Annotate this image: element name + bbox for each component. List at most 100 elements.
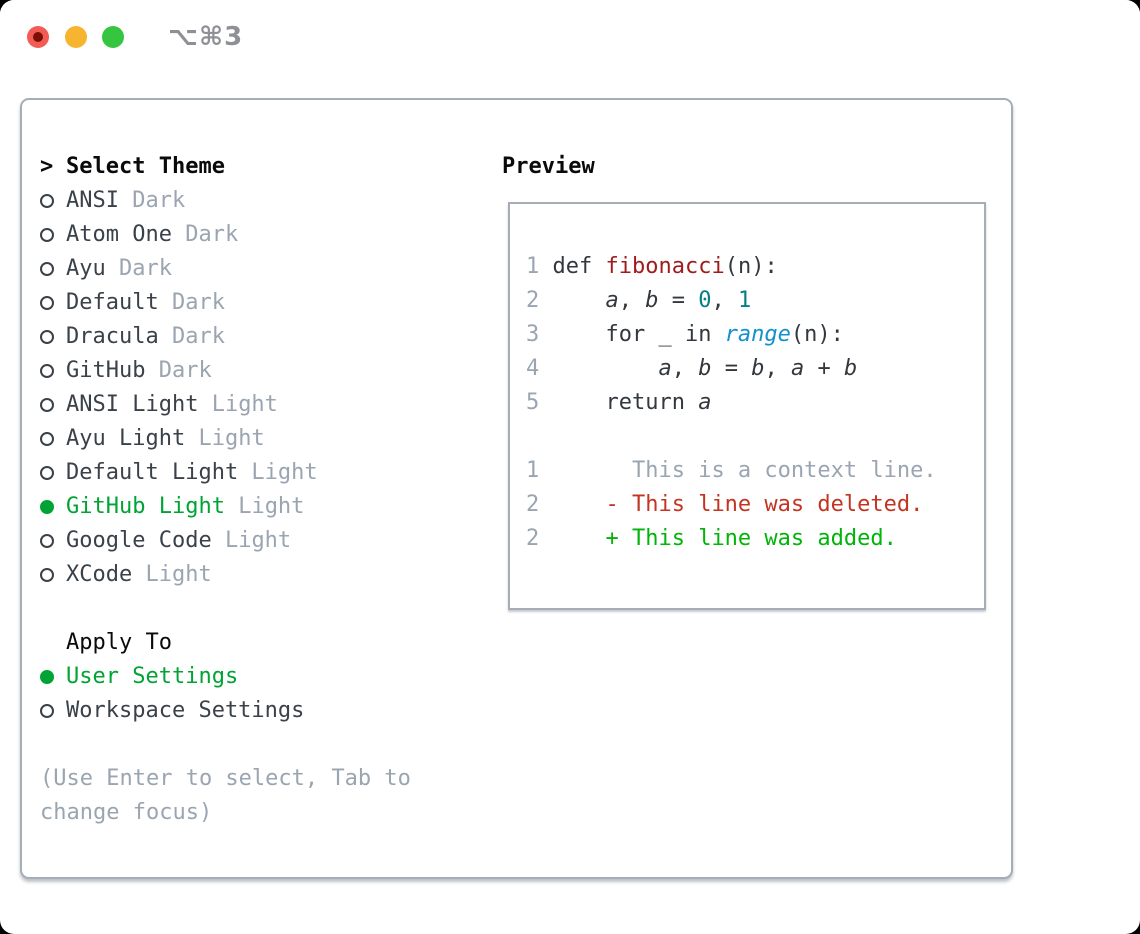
code-line: 1 def fibonacci(n): [526,250,974,284]
line-number: 1 [526,458,540,483]
code-token: b [645,288,659,313]
code-token: + [804,356,844,381]
line-number: 4 [526,356,540,381]
radio-icon [40,296,54,310]
radio-icon [40,398,54,412]
theme-variant: Light [132,562,212,587]
theme-variant: Light [198,392,278,417]
radio-cell [40,184,66,218]
line-number: 5 [526,390,540,415]
theme-option-github-light[interactable]: GitHub Light Light [40,490,411,524]
code-line [526,420,974,454]
apply-option-workspace-settings[interactable]: Workspace Settings [40,694,411,728]
apply-to-header-row: Apply To [40,626,411,660]
gap [40,728,411,762]
code-token [553,288,606,313]
zoom-button[interactable] [102,26,124,48]
code-token: 1 [737,288,752,313]
code-token: a [790,356,805,381]
preview-header: Preview [502,154,595,179]
code-token: fibonacci [605,254,725,279]
code-token: def [552,254,606,279]
hint-line: change focus) [40,800,213,825]
code-token: 0 [698,288,712,313]
theme-option-dracula[interactable]: Dracula Dark [40,320,411,354]
theme-name: Dracula [66,324,159,349]
radio-cell [40,524,66,558]
radio-icon [40,262,54,276]
code-token: b [751,356,765,381]
code-token: This is a context line. [552,458,937,483]
line-number: 3 [526,322,540,347]
radio-cell [40,286,66,320]
theme-option-ansi[interactable]: ANSI Dark [40,184,411,218]
radio-cell [40,320,66,354]
radio-cell [40,558,66,592]
code-token: a [605,288,619,313]
theme-option-ayu[interactable]: Ayu Dark [40,252,411,286]
apply-option-label: Workspace Settings [66,698,305,723]
code-token: , [671,356,699,381]
theme-variant: Dark [158,324,225,349]
code-token: , [711,288,738,313]
radio-cell [40,490,66,524]
line-number: 2 [526,492,540,517]
close-button[interactable] [27,26,49,48]
theme-name: Ayu [66,256,106,281]
code-token: - This line was deleted. [552,492,924,517]
code-token: range [724,322,791,347]
code-token: , [618,288,646,313]
theme-option-github[interactable]: GitHub Dark [40,354,411,388]
code-line: 4 a, b = b, a + b [526,352,974,386]
radio-icon [40,364,54,378]
radio-icon [40,500,54,514]
theme-option-default[interactable]: Default Dark [40,286,411,320]
code-line: 1 This is a context line. [526,454,974,488]
theme-name: Default Light [66,460,239,485]
minimize-button[interactable] [65,26,87,48]
code-token: a [698,390,712,415]
theme-option-google-code[interactable]: Google Code Light [40,524,411,558]
radio-icon [40,466,54,480]
theme-variant: Light [185,426,265,451]
radio-cell [40,456,66,490]
theme-name: Atom One [66,222,172,247]
theme-variant: Light [211,528,292,553]
radio-icon [40,670,54,684]
theme-option-ansi-light[interactable]: ANSI Light Light [40,388,411,422]
code-line: 2 a, b = 0, 1 [526,284,974,318]
radio-cell [40,660,66,694]
radio-icon [40,568,54,582]
line-number: 2 [526,526,540,551]
theme-variant: Dark [158,290,225,315]
radio-icon [40,194,54,208]
titlebar: ⌥⌘3 [0,0,1140,74]
apply-option-user-settings[interactable]: User Settings [40,660,411,694]
hint-line: (Use Enter to select, Tab to [40,766,411,791]
code-token [553,356,659,381]
code-token: + This line was added. [552,526,897,551]
theme-option-xcode[interactable]: XCode Light [40,558,411,592]
code-token: , [764,356,791,381]
theme-option-default-light[interactable]: Default Light Light [40,456,411,490]
code-token: = [711,356,752,381]
radio-cell [40,694,66,728]
radio-cell [40,354,66,388]
code-token: b [843,356,858,381]
theme-option-atom-one[interactable]: Atom One Dark [40,218,411,252]
code-line: 2 - This line was deleted. [526,488,974,522]
window-title: ⌥⌘3 [168,22,244,52]
radio-icon [40,704,54,718]
theme-name: Ayu Light [66,426,186,451]
theme-name: ANSI [66,188,119,213]
theme-name: GitHub Light [66,494,225,519]
radio-icon [40,432,54,446]
theme-variant: Dark [118,188,186,213]
theme-variant: Dark [105,256,172,281]
theme-option-ayu-light[interactable]: Ayu Light Light [40,422,411,456]
theme-variant: Dark [171,222,239,247]
